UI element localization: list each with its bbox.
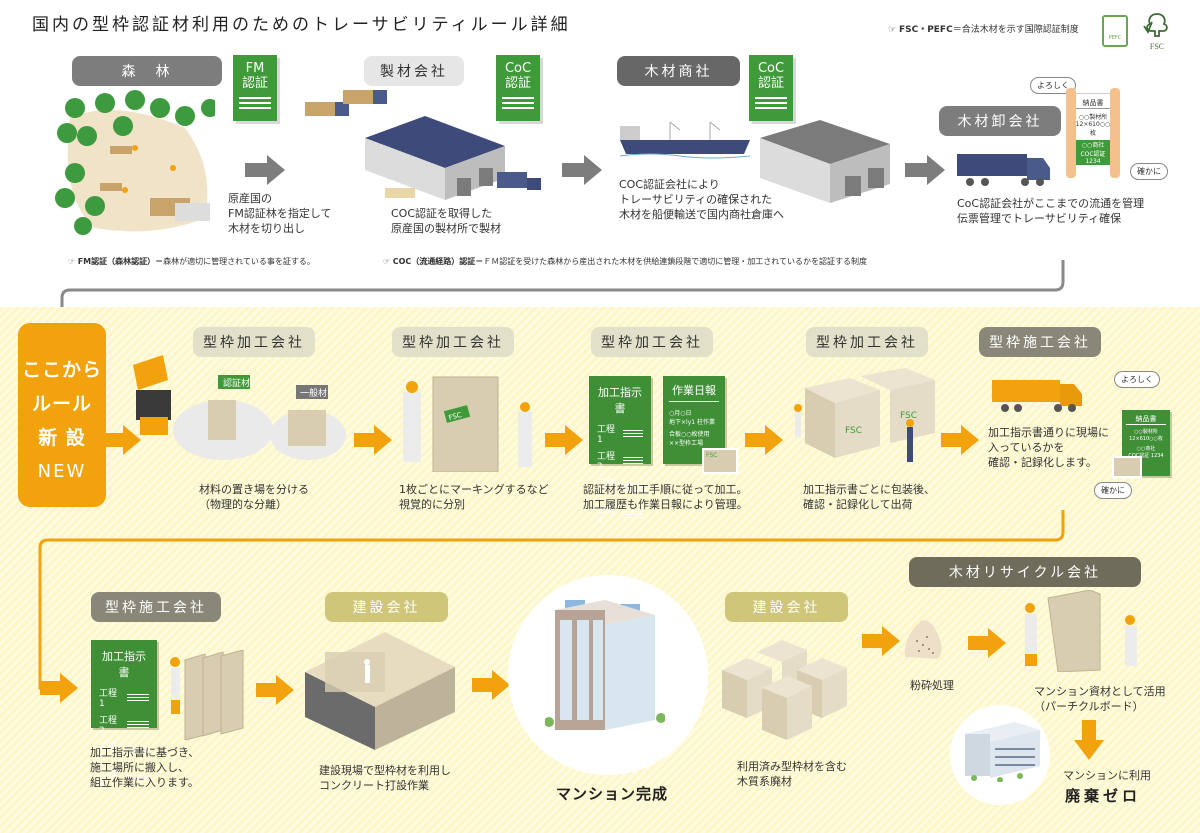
fm-cert-badge: FM 認証 [233,55,277,121]
step-desc-formwork-1: 材料の置き場を分ける （物理的な分離） [199,483,309,511]
processing-instruction-doc: 加工指示書 工程 1 工程 2 工程 3 工程 4 [589,376,651,526]
step-desc-forest: 原産国の FM認証林を指定して 木材を切り出し [228,192,332,235]
arrow-right-orange-icon [256,675,294,705]
arrow-right-icon [905,155,945,185]
step-label-formwork-4: 型枠加工会社 [806,327,928,357]
arrow-right-orange-icon [472,670,510,700]
fsc-logo: FSC [1140,12,1174,51]
step-label-formwork-3: 型枠加工会社 [591,327,713,357]
step-desc-formwork-3: 認証材を加工手順に従って加工。 加工履歴も作業日報により管理。 [583,483,748,511]
delivery-slip: 納品書 ○○製材所 12×610○○枚 ○○商社 COC認証 1234 [1072,93,1114,165]
particle-board-illustration [1025,590,1137,672]
mansion-illustration [545,600,665,730]
step-desc-formwork-2: 1枚ごとにマーキングするなど 視覚的に分別 [399,483,549,511]
forest-illustration [55,90,215,235]
step-desc-sawmill: COC認証を取得した 原産国の製材所で製材 [391,207,501,235]
arrow-right-orange-icon [103,425,141,455]
arrow-right-orange-icon [745,425,783,455]
waste-wood-illustration [722,640,847,740]
legend-note: ☞ FSC・PEFC＝合法木材を示す国際認証制度 [888,22,1079,35]
hand-right [1110,88,1120,178]
step-label-formwork-1: 型枠加工会社 [193,327,315,357]
speech-bubble-yoroshiku-2: よろしく [1114,371,1160,388]
fm-cert-note: ☞ FM認証（森林認証）＝森林が適切に管理されている事を証する。 [68,257,315,266]
flow-connector-grey [60,260,1065,330]
sawmill-illustration [305,90,541,200]
arrow-right-icon [245,155,285,185]
new-rule-badge: ここから ルール 新 設 NEW [18,323,106,507]
step-desc-wholesale: CoC認証会社がここまでの流通を管理 伝票管理でトレーサビリティ確保 [957,197,1145,225]
page-title: 国内の型枠認証材利用のためのトレーサビリティルール詳細 [32,15,571,35]
arrow-right-orange-icon [862,626,900,656]
step-label-wholesale: 木材卸会社 [939,106,1061,136]
coc-cert-badge-trading: CoC 認証 [749,55,793,121]
speech-bubble-tashikani-2: 確かに [1094,482,1132,499]
step-label-formwork-2: 型枠加工会社 [392,327,514,357]
speech-bubble-yoroshiku: よろしく [1030,77,1076,94]
arrow-down-orange-icon [1074,720,1104,760]
step-label-sawmill: 製材会社 [364,56,464,86]
step-desc-construction-1: 建設現場で型枠材を利用し コンクリート打設作業 [319,764,451,792]
step-label-formwork-construction: 型枠施工会社 [979,327,1101,357]
storage-separation-illustration: 認証材 一般材 [133,355,346,460]
step-desc-trading: COC認証会社により トレーサビリティの確保された 木材を船便輸送で国内商社倉庫… [619,178,784,221]
coc-cert-note: ☞ COC（流通経路）認証＝ＦＭ認証を受けた森林から産出された木材を供給連鎖段階… [383,257,868,266]
step-desc-construction-2: 利用済み型枠材を含む 木質系廃材 [737,760,847,788]
step-desc-formwork-construction-2: 加工指示書に基づき、 施工場所に搬入し、 組立作業に入ります。 [90,746,200,789]
coc-cert-badge-sawmill: CoC 認証 [496,55,540,121]
packaged-panels-illustration: FSC FSC [794,368,935,462]
svg-text:FSC: FSC [845,426,862,436]
hand-left [1066,88,1076,178]
crush-process-label: 粉砕処理 [910,679,954,692]
svg-text:FSC: FSC [900,411,917,421]
arrow-right-orange-icon [354,425,392,455]
tablet-icon [1112,456,1142,478]
arrow-right-orange-icon [545,425,583,455]
step-label-construction-2: 建設会社 [725,592,848,622]
step-label-formwork-construction-2: 型枠施工会社 [91,592,221,622]
legend-text: ＝合法木材を示す国際認証制度 [952,25,1079,35]
speech-bubble-tashikani: 確かに [1130,163,1168,180]
arrow-right-orange-icon [40,673,78,703]
mansion-complete-label: マンション完成 [556,785,669,803]
panels-worker-illustration [170,650,244,740]
step-label-forest: 森 林 [72,56,222,86]
final-use-label: マンションに利用 [1063,769,1151,782]
fsc-tag: FSC [448,411,463,422]
processing-instruction-doc-2: 加工指示書 工程 1 工程 2 工程 3 工程 4 [91,640,157,790]
construction-site-illustration [305,632,455,750]
arrow-right-icon [562,155,602,185]
ship-warehouse-illustration [620,120,890,203]
crushed-wood-pile-illustration [904,620,942,659]
pefc-logo: PEFC [1102,15,1128,47]
reuse-desc: マンション資材として活用 （パーチクルボード） [1034,685,1166,713]
legend-bold: FSC・PEFC [898,25,953,35]
tablet-fsc: FSC [702,448,738,474]
flow-connector-orange [38,510,1065,690]
arrow-right-orange-icon [941,425,979,455]
sign-certified: 認証材 [223,377,250,389]
pointing-hand-icon: ☞ [888,25,897,35]
marking-illustration: FSC [403,376,532,472]
step-desc-formwork-construction: 加工指示書通りに現場に 入っているかを 確認・記録化します。 [988,426,1109,469]
orange-truck-illustration [992,380,1082,412]
step-label-trading: 木材商社 [617,56,740,86]
sign-general: 一般材 [300,387,327,399]
arrow-right-orange-icon [968,628,1006,658]
step-label-recycling: 木材リサイクル会社 [909,557,1141,587]
zero-waste-label: 廃棄ゼロ [1065,787,1142,805]
apartment-illustration [965,722,1040,782]
step-label-construction-1: 建設会社 [325,592,448,622]
step-desc-formwork-4: 加工指示書ごとに包装後、 確認・記録化して出荷 [803,483,935,511]
truck-illustration [957,154,1050,186]
